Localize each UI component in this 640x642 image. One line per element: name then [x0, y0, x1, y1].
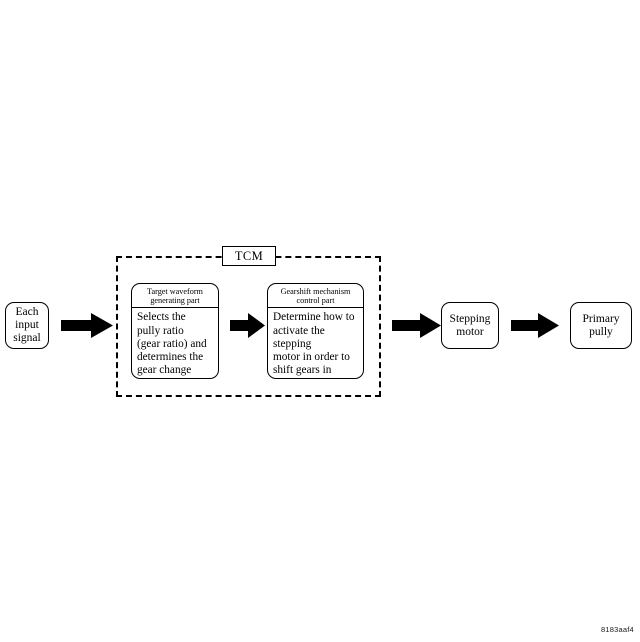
node-each-input-signal-label: Each input signal [13, 306, 41, 344]
node-primary-pully: Primary pully [570, 302, 632, 349]
node-stepping-motor-label: Stepping motor [449, 312, 491, 338]
part-box-gearshift-mechanism-control-body: Determine how to activate the stepping m… [273, 311, 355, 378]
node-each-input-signal: Each input signal [5, 302, 49, 349]
node-stepping-motor: Stepping motor [441, 302, 499, 349]
part-box-target-waveform-generating-body: Selects the pully ratio (gear ratio) and… [137, 311, 207, 378]
figure-reference-code: 8183aaf4 [601, 625, 634, 634]
part-box-target-waveform-generating-header: Target waveform generating part [132, 284, 218, 309]
arrow-tcm-to-stepping-motor [392, 313, 441, 338]
tcm-group-label: TCM [222, 246, 276, 266]
arrow-stepping-motor-to-primary-pully [511, 313, 559, 338]
part-box-gearshift-mechanism-control-header: Gearshift mechanism control part [268, 284, 363, 309]
part-box-target-waveform-generating: Target waveform generating part Selects … [131, 283, 219, 379]
arrow-target-waveform-to-gearshift [230, 313, 265, 338]
part-box-gearshift-mechanism-control: Gearshift mechanism control part Determi… [267, 283, 364, 379]
node-primary-pully-label: Primary pully [582, 312, 620, 338]
tcm-group-label-text: TCM [234, 248, 264, 263]
arrow-input-to-tcm [61, 313, 113, 338]
